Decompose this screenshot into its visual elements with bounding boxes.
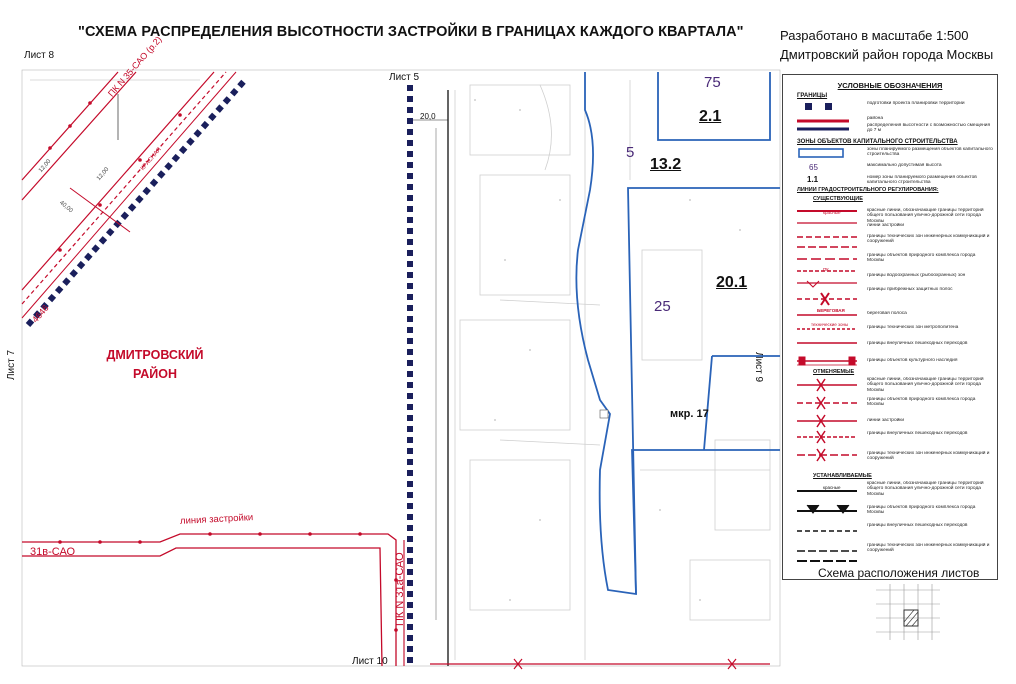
zone-20-1-boundary — [631, 449, 780, 595]
legend-z3-symbol: 1.1 — [807, 175, 819, 184]
legend-c4: границы внеуличных пешеходных переходов — [867, 431, 968, 436]
legend-e9: границы внеуличных пешеходных переходов — [867, 341, 968, 346]
building-line-ticks — [58, 532, 398, 632]
zone-code-13-2: 13.2 — [650, 156, 682, 173]
legend-z2-symbol: 65 — [809, 163, 818, 172]
legend-title: УСЛОВНЫЕ ОБОЗНАЧЕНИЯ — [837, 81, 943, 90]
legend-cancelled-symbols — [797, 378, 857, 462]
legend-c1: красные линии, обозначающие границы терр… — [867, 377, 984, 393]
lower-red-vertical-label: ПК N 31а-САО — [394, 552, 406, 626]
legend-s1: красные линии, обозначающие границы терр… — [867, 481, 984, 497]
bottom-red-marks — [430, 658, 770, 670]
lower-red-label: 31в-САО — [30, 546, 76, 558]
legend-zones-head: ЗОНЫ ОБЪЕКТОВ КАПИТАЛЬНОГО СТРОИТЕЛЬСТВА — [797, 139, 958, 145]
legend-c5: границы технических зон инженерных комму… — [867, 451, 990, 462]
current-sheet-cell — [903, 609, 919, 627]
zone-height-75: 75 — [704, 74, 721, 91]
legend-established-head: УСТАНАВЛИВАЕМЫЕ — [813, 473, 872, 479]
legend-z2: максимально допустимая высота — [867, 163, 942, 168]
building-line-lower — [22, 533, 405, 667]
legend-existing-head: СУЩЕСТВУЮЩИЕ — [813, 196, 863, 202]
legend-b3: распределения высотности с возможностью … — [867, 123, 991, 134]
topographic-dots — [474, 99, 741, 601]
zone-boundaries — [575, 72, 780, 596]
legend-e5: границы водоохранных (рыбоохранных) зон — [867, 273, 966, 278]
legend-established-red: красные — [823, 485, 841, 490]
current-sheet-hatch — [903, 609, 919, 627]
sheet-ref-10: Лист 10 — [352, 656, 388, 667]
zone-2-1-boundary — [657, 72, 771, 141]
sheet-ref-8: Лист 8 — [24, 50, 55, 61]
legend-panel: УСЛОВНЫЕ ОБОЗНАЧЕНИЯ ГРАНИЦЫ подготовки … — [782, 74, 998, 580]
district-label: ДМИТРОВСКИЙ РАЙОН — [100, 346, 210, 384]
zone-height-25: 25 — [654, 298, 671, 315]
map-frame — [21, 69, 781, 667]
legend-sym-height-dist — [797, 127, 849, 131]
legend-e8: границы технических зон метрополитена — [867, 325, 959, 330]
legend-cancelled-head: ОТМЕНЯЕМЫЕ — [813, 369, 855, 375]
small-marker — [599, 409, 609, 419]
legend-sym-district — [797, 119, 849, 123]
legend-e4: границы объектов природного комплекса го… — [867, 253, 976, 264]
legend-c3: линии застройки — [867, 418, 905, 423]
legend-s3: границы внеуличных пешеходных переходов — [867, 523, 968, 528]
zone-height-5: 5 — [626, 144, 635, 161]
legend-z1: зоны планируемого размещения объектов ка… — [867, 147, 993, 158]
sheet-ref-5: Лист 5 — [389, 72, 420, 83]
legend-z3: номер зоны планируемого размещения объек… — [867, 175, 977, 186]
scale-text: Разработано в масштабе 1:500 — [780, 28, 969, 43]
red-lines-ticks — [48, 101, 182, 252]
legend-s4: границы технических зон инженерных комму… — [867, 543, 990, 554]
scale-note: Разработано в масштабе 1:500 Дмитровский… — [780, 26, 993, 64]
legend-e1: красные линии, обозначающие границы терр… — [867, 208, 984, 224]
legend-lines-head: ЛИНИИ ГРАДОСТРОИТЕЛЬНОГО РЕГУЛИРОВАНИЯ: — [797, 187, 939, 193]
legend-boundaries-head: ГРАНИЦЫ — [797, 93, 828, 99]
red-lines-upper — [21, 71, 237, 319]
zone-code-2-1: 2.1 — [699, 108, 722, 125]
page-title: "СХЕМА РАСПРЕДЕЛЕНИЯ ВЫСОТНОСТИ ЗАСТРОЙК… — [78, 24, 744, 40]
legend-e2: линии застройки — [867, 223, 905, 228]
dimension-label: 20,0 — [420, 112, 436, 121]
district-text: Дмитровский район города Москвы — [780, 47, 994, 62]
microdistrict-label: мкр. 17 — [670, 408, 709, 420]
legend-e7: береговая полоса — [867, 311, 907, 316]
sheet-scheme-grid — [876, 584, 940, 640]
legend-sym-zone — [798, 148, 844, 158]
district-name-line1: ДМИТРОВСКИЙ — [106, 348, 204, 362]
legend-sym-pk: ПК — [823, 267, 829, 272]
legend-s2: границы объектов природного комплекса го… — [867, 505, 976, 516]
zone-code-20-1: 20.1 — [716, 274, 748, 291]
legend-e10: границы объектов культурного наследия — [867, 358, 958, 363]
legend-e6: границы прибрежных защитных полос — [867, 287, 953, 292]
legend-sym-bereg: БЕРЕГОВАЯ — [817, 308, 845, 313]
legend-existing-red: красные — [823, 210, 841, 215]
legend-sym-planning — [805, 103, 832, 110]
topographic-base — [30, 79, 771, 660]
legend-established-symbols — [797, 490, 857, 562]
legend-b1: подготовки проекта планировки территории — [867, 101, 965, 106]
legend-c2: границы объектов природного комплекса го… — [867, 397, 976, 408]
legend-sym-metro: технические зоны — [811, 322, 849, 327]
district-name-line2: РАЙОН — [132, 367, 177, 381]
legend-e3: границы технических зон инженерных комму… — [867, 234, 990, 245]
sheet-scheme-caption: Схема расположения листов — [818, 566, 980, 580]
legend-b2: района — [867, 116, 883, 121]
legend-existing-symbols — [797, 210, 857, 366]
